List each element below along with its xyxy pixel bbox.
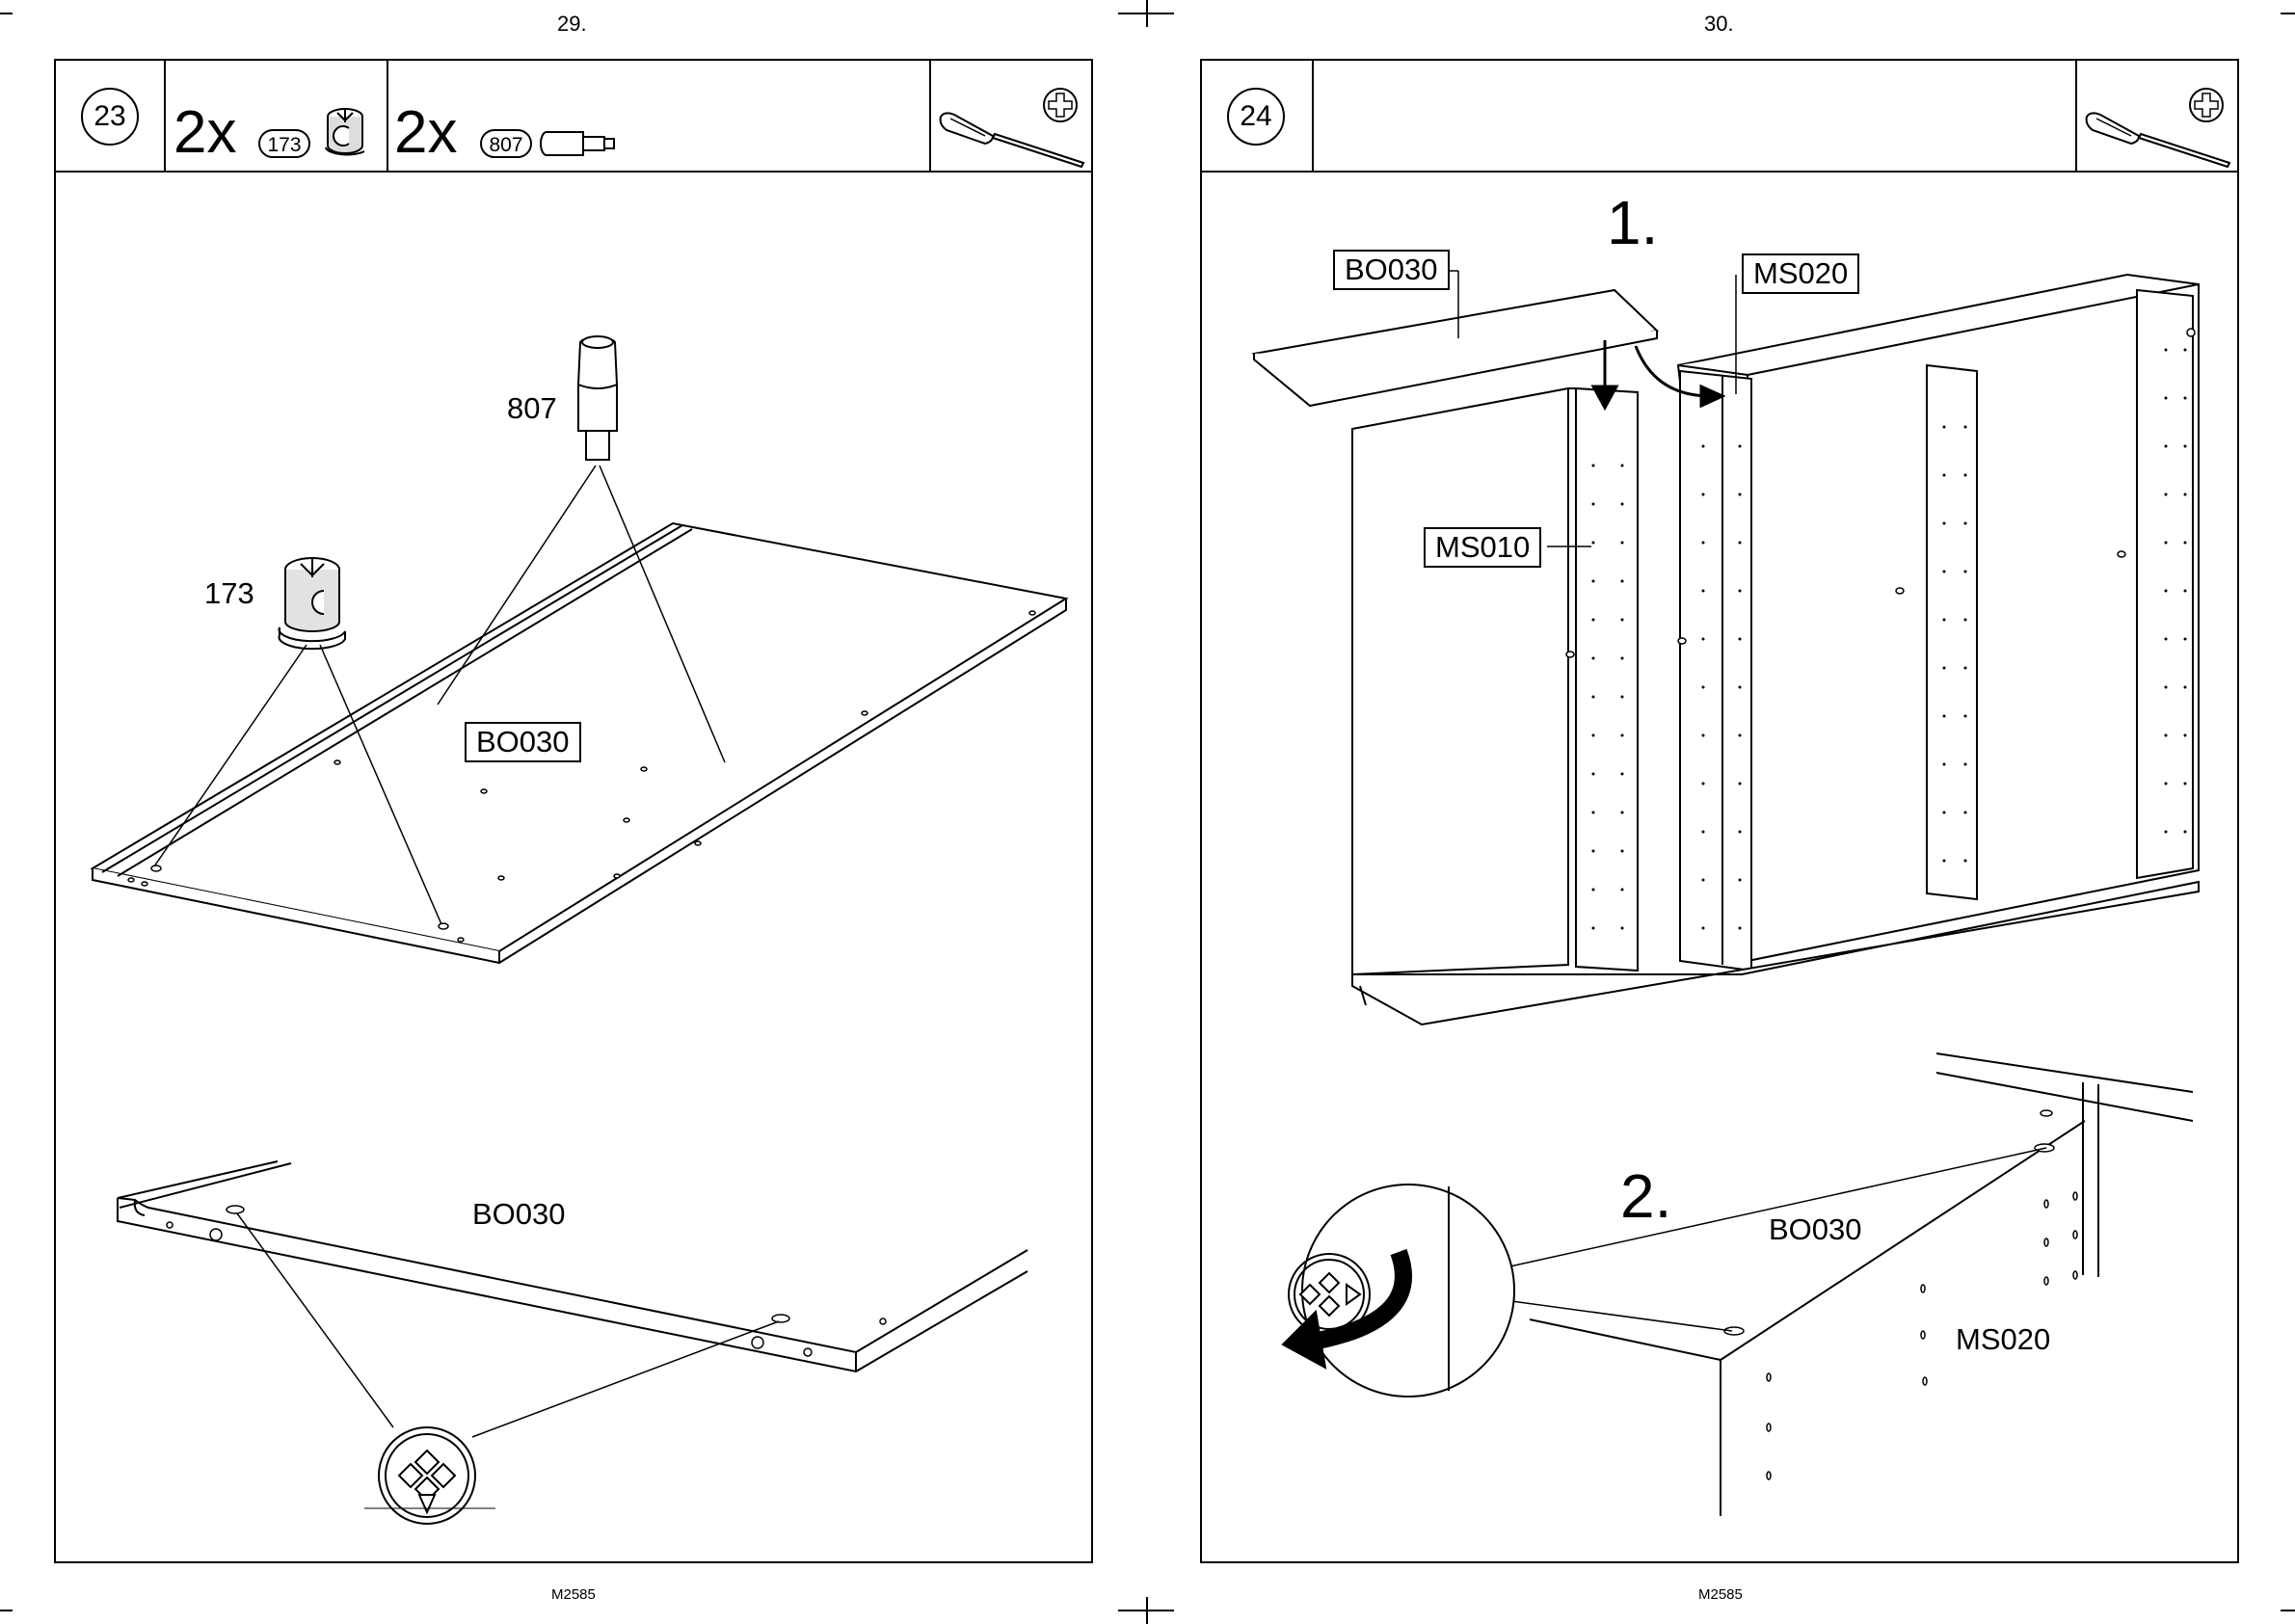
- substep-2-label: 2.: [1620, 1165, 1671, 1227]
- detail-partition-label: MS020: [1956, 1323, 2050, 1356]
- board-part-label-boxed: BO030: [465, 722, 581, 762]
- cam-part-label: 173: [204, 577, 254, 610]
- page-number-left: 29.: [557, 12, 587, 37]
- board-bo030-isometric-drawing: [56, 61, 1095, 1565]
- top-board-label-boxed: BO030: [1333, 250, 1450, 290]
- crop-mark-right-bottom: [2281, 1610, 2295, 1611]
- substep-1-label: 1.: [1607, 192, 1658, 253]
- partition-ms020-label-boxed: MS020: [1742, 253, 1859, 294]
- crop-mark-left-top: [0, 13, 13, 14]
- page-number-right: 30.: [1704, 12, 1734, 37]
- crop-mark-top-center-h: [1118, 13, 1174, 14]
- footer-code-right: M2585: [1698, 1586, 1743, 1603]
- crop-mark-bottom-center-h: [1118, 1610, 1174, 1611]
- footer-code-left: M2585: [551, 1586, 596, 1603]
- step-23-panel: 23 2x 173 2x 807: [54, 59, 1093, 1563]
- board-detail-label: BO030: [472, 1198, 566, 1231]
- step-24-panel: 24: [1200, 59, 2239, 1563]
- crop-mark-left-bottom: [0, 1610, 13, 1611]
- dowel-part-label: 807: [507, 392, 557, 425]
- crop-mark-right-top: [2281, 13, 2295, 14]
- partition-ms010-label-boxed: MS010: [1424, 527, 1541, 568]
- detail-board-label: BO030: [1769, 1213, 1862, 1246]
